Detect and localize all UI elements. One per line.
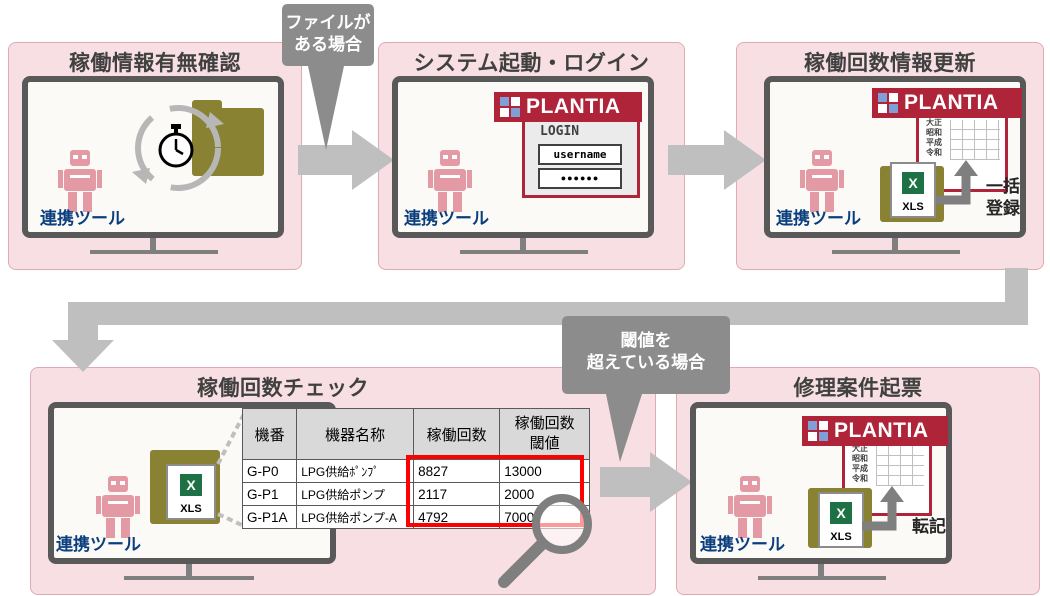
- tool-label: 連携ツール: [776, 209, 861, 228]
- bulk-register-text: 一括登録: [986, 177, 1020, 218]
- form-grid: [950, 120, 1000, 160]
- monitor-screen: [22, 76, 284, 238]
- plantia-logo-icon: [500, 97, 520, 117]
- form-label: 昭和: [852, 454, 868, 463]
- tool-label: 連携ツール: [404, 209, 489, 228]
- excel-glyph: X: [902, 172, 924, 194]
- table-cell: G-P0: [241, 459, 298, 483]
- monitor-base: [832, 250, 960, 254]
- form-label: 平成: [926, 138, 942, 147]
- table-cell: G-P1: [241, 482, 298, 506]
- excel-icon: X XLS: [890, 162, 936, 218]
- login-title: LOGIN: [540, 124, 580, 139]
- robot-icon: [96, 476, 140, 538]
- tool-label: 連携ツール: [40, 209, 125, 228]
- table-cell: LPG供給ﾎﾟﾝﾌﾟ: [296, 459, 415, 483]
- arrow-icon: [52, 268, 1028, 372]
- excel-icon: X XLS: [818, 492, 864, 548]
- monitor-base: [124, 576, 254, 580]
- callout-line: ある場合: [294, 35, 362, 54]
- brand-name: PLANTIA: [834, 419, 929, 442]
- column-header: 稼働回数 閾値: [499, 408, 590, 460]
- column-header: 稼働回数: [413, 408, 501, 460]
- plantia-logo-icon: [878, 93, 898, 113]
- panel-title: 稼働回数情報更新: [804, 52, 976, 75]
- excel-icon: X XLS: [166, 464, 216, 520]
- form-label: 平成: [852, 464, 868, 473]
- arrow-icon: [668, 130, 766, 190]
- tool-label: 連携ツール: [56, 535, 141, 554]
- callout-threshold: [562, 316, 730, 462]
- callout-line: 閾値を: [620, 331, 672, 350]
- monitor-base: [460, 250, 588, 254]
- panel-title: 稼働情報有無確認: [69, 52, 241, 75]
- operation-count-table: 機番 機器名称 稼働回数 稼働回数 閾値 G-P0 LPG供給ﾎﾟﾝﾌﾟ 882…: [241, 408, 590, 529]
- robot-icon: [728, 476, 772, 538]
- transcribe-label: 転記: [912, 517, 946, 536]
- form-label: 大正: [852, 444, 868, 453]
- brand-name: PLANTIA: [526, 95, 621, 118]
- bulk-register-label: 一括登録: [986, 176, 1022, 220]
- panel-title: 修理案件起票: [793, 377, 923, 400]
- plantia-logo-icon: [808, 421, 828, 441]
- callout-line: 超えている場合: [586, 353, 706, 372]
- xls-label: XLS: [180, 503, 202, 515]
- xls-label: XLS: [830, 531, 852, 543]
- monitor-stand: [186, 564, 192, 576]
- zoom-lines: [216, 413, 246, 528]
- refresh-icon: [132, 105, 224, 191]
- column-header: 機番: [241, 408, 298, 460]
- excel-glyph: X: [180, 474, 202, 496]
- monitor-stand: [818, 564, 824, 576]
- table-cell: G-P1A: [241, 505, 298, 529]
- brand-name: PLANTIA: [904, 91, 999, 114]
- table-row: G-P1 LPG供給ポンプ 2117 2000: [241, 482, 590, 506]
- username-field[interactable]: username: [538, 144, 622, 165]
- monitor-stand: [520, 238, 526, 252]
- monitor-stand: [892, 238, 898, 252]
- arrow-icon: [600, 452, 692, 512]
- monitor-stand: [150, 238, 156, 252]
- form-labels: 大正 昭和 平成 令和: [926, 118, 942, 158]
- table-header-row: 機番 機器名称 稼働回数 稼働回数 閾値: [241, 408, 590, 460]
- table-cell: LPG供給ポンプ-A: [296, 505, 415, 529]
- plantia-header: PLANTIA: [872, 88, 1022, 118]
- panel-title: システム起動・ログイン: [413, 52, 650, 75]
- plantia-header: PLANTIA: [802, 416, 948, 446]
- callout-file-exists: [282, 4, 374, 150]
- panel-title: 稼働回数チェック: [197, 377, 369, 400]
- magnifier-icon: [498, 494, 592, 588]
- form-label: 大正: [926, 118, 942, 127]
- robot-icon: [800, 150, 844, 212]
- plantia-header: PLANTIA: [494, 92, 642, 122]
- form-grid: [876, 446, 924, 486]
- callout-file-exists-text: ファイルが ある場合: [282, 12, 374, 56]
- form-label: 令和: [852, 474, 868, 483]
- arrow-icon: [298, 130, 394, 190]
- robot-icon: [58, 150, 102, 212]
- form-labels: 大正 昭和 平成 令和: [852, 444, 868, 484]
- column-header: 機器名称: [296, 408, 415, 460]
- tool-label: 連携ツール: [700, 535, 785, 554]
- arrow-icon: [862, 486, 904, 531]
- table-row: G-P0 LPG供給ﾎﾟﾝﾌﾟ 8827 13000: [241, 459, 590, 483]
- robot-icon: [428, 150, 472, 212]
- highlight-box: [406, 455, 584, 527]
- excel-glyph: X: [830, 502, 852, 524]
- monitor-base: [758, 576, 886, 580]
- form-label: 令和: [926, 148, 942, 157]
- table-cell: LPG供給ポンプ: [296, 482, 415, 506]
- password-field[interactable]: ●●●●●●: [538, 168, 622, 189]
- callout-threshold-text: 閾値を 超えている場合: [562, 330, 730, 374]
- callout-line: ファイルが: [285, 13, 371, 32]
- arrow-icon: [936, 160, 978, 205]
- xls-label: XLS: [902, 201, 924, 213]
- monitor-base: [90, 250, 218, 254]
- form-label: 昭和: [926, 128, 942, 137]
- stopwatch-icon: [158, 124, 194, 168]
